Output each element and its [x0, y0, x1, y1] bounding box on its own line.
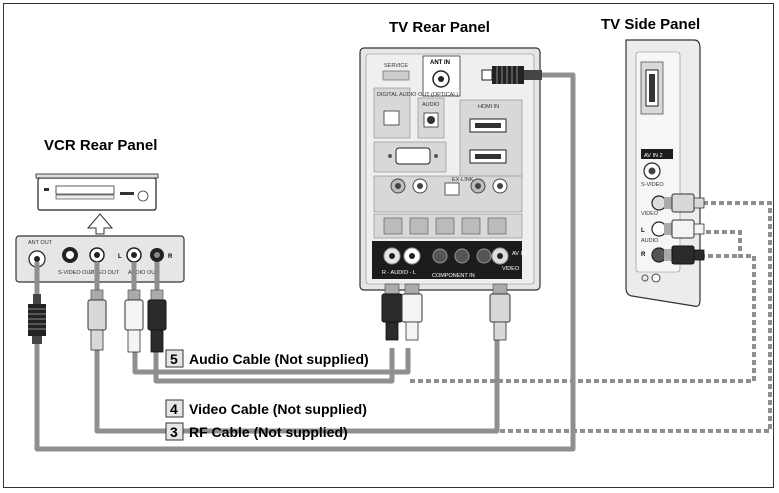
audio-out-jack[interactable]: [427, 116, 435, 124]
rf-plug-tv: [481, 66, 542, 84]
vcr-pointer-arrow: [86, 213, 114, 235]
tv-rear-video-plug: [489, 283, 511, 341]
tv-side-panel-title: TV Side Panel: [601, 16, 700, 33]
digital-audio-label: DIGITAL AUDIO OUT (OPTICAL): [377, 92, 458, 98]
vcr-r-label: R: [168, 254, 173, 260]
side-headphone-jack[interactable]: [651, 273, 661, 283]
vcr-l-label: L: [118, 254, 122, 260]
ex-link-label: EX-LINK: [452, 177, 474, 183]
vcr-s-video-label: S-VIDEO OUT: [58, 270, 94, 276]
tv-rear-panel: SERVICE ANT IN DIGITAL AUDIO OUT (OPTICA…: [359, 47, 541, 291]
tv-side-plugs: [651, 193, 705, 265]
video-cable-label-group: 4 Video Cable (Not supplied): [165, 399, 367, 418]
video-cable-number: 4: [170, 401, 178, 417]
av-in-label: AV IN: [512, 251, 526, 257]
rf-cable-label: RF Cable (Not supplied): [189, 424, 348, 440]
tv-rear-panel-title: TV Rear Panel: [389, 19, 490, 36]
audio-cable-route-right: [153, 348, 395, 384]
side-s-video-label: S-VIDEO: [641, 182, 664, 188]
dashed-audio-route: [410, 230, 756, 383]
audio-out-label: AUDIO: [422, 102, 440, 108]
audio-cable-route-left: [132, 348, 411, 375]
audio-cable-label: Audio Cable (Not supplied): [189, 351, 369, 367]
vcr-video-out-label: VIDEO OUT: [89, 270, 120, 276]
rf-cable-number: 3: [170, 424, 178, 440]
tv-rear-audio-plugs: [381, 283, 423, 341]
rf-cable-route: [34, 72, 576, 452]
component-pb-jack[interactable]: [454, 248, 470, 264]
side-video-label: VIDEO: [641, 211, 659, 217]
service-label: SERVICE: [384, 63, 408, 69]
component-y-jack[interactable]: [476, 248, 492, 264]
audio-plug-red-tv: [381, 293, 403, 323]
headphone-icon: [641, 274, 649, 282]
rf-cable-label-group: 3 RF Cable (Not supplied): [165, 422, 348, 441]
side-r-label: R: [641, 252, 646, 258]
vcr-audio-out-label: AUDIO OUT: [128, 270, 159, 276]
av-in2-label: AV IN 2: [644, 153, 663, 159]
video-cable-label: Video Cable (Not supplied): [189, 401, 367, 417]
ex-link-port[interactable]: [444, 182, 460, 196]
service-port: [382, 70, 410, 81]
alternate-dashed-routes: [410, 201, 772, 433]
pc-in-port[interactable]: [395, 147, 431, 165]
ant-in-label: ANT IN: [430, 60, 450, 66]
component-in-label: COMPONENT IN: [432, 273, 475, 279]
tv-side-panel: AV IN 2 S-VIDEO VIDEO L AUDIO R: [625, 39, 701, 307]
vcr-rear-panel-title: VCR Rear Panel: [44, 137, 157, 154]
side-audio-label: AUDIO: [641, 238, 659, 244]
dashed-video-route: [500, 201, 772, 433]
vcr-plugs: [28, 262, 167, 353]
side-l-label: L: [641, 228, 645, 234]
video-cable-route: [94, 340, 500, 434]
optical-out-port[interactable]: [383, 110, 400, 126]
hdmi-in-label: HDMI IN: [478, 104, 499, 110]
vcr-device: [35, 173, 159, 211]
audio-cable-number: 5: [170, 351, 178, 367]
cable-routes: [34, 72, 576, 452]
component-pr-jack[interactable]: [432, 248, 448, 264]
audio-lr-label: R - AUDIO - L: [382, 270, 416, 276]
audio-plug-white-tv: [401, 293, 423, 323]
vcr-ant-out-label: ANT OUT: [28, 240, 53, 246]
audio-cable-label-group: 5 Audio Cable (Not supplied): [165, 349, 369, 368]
video-label: VIDEO: [502, 266, 520, 272]
